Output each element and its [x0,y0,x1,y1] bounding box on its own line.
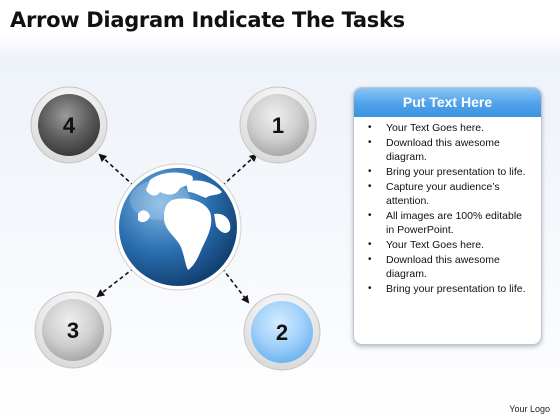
node-4: 4 [30,86,108,164]
node-3-label: 3 [67,318,79,343]
bullet-item: • Download this awesome diagram. [368,136,533,164]
node-2-label: 2 [276,320,288,345]
node-3: 3 [34,291,112,369]
arrow-to-node-1 [221,153,258,187]
bullet-text: Capture your audience’s attention. [386,181,500,207]
bullet-icon: • [368,283,372,294]
arrow-to-node-3 [96,267,135,298]
node-1-label: 1 [272,113,284,138]
bullet-icon: • [368,254,372,265]
bullet-icon: • [368,210,372,221]
bullet-icon: • [368,181,372,192]
bullet-icon: • [368,166,372,177]
bullet-item: • Capture your audience’s attention. [368,180,533,208]
node-4-label: 4 [63,113,76,138]
bullet-item: • Your Text Goes here. [368,238,533,252]
bullet-icon: • [368,239,372,250]
text-panel: Put Text Here • Your Text Goes here. • Dow… [353,87,542,345]
arrow-to-node-4 [98,153,135,187]
bullet-text: Download this awesome diagram. [386,254,500,280]
page-title: Arrow Diagram Indicate The Tasks [10,8,405,32]
node-1: 1 [239,86,317,164]
bullet-text: All images are 100% editable in PowerPoi… [386,210,522,236]
arrow-to-node-2 [221,267,250,304]
bullet-text: Your Text Goes here. [386,122,485,134]
bullet-text: Bring your presentation to life. [386,283,526,295]
bullet-item: • Your Text Goes here. [368,121,533,135]
bullet-text: Your Text Goes here. [386,239,485,251]
bullet-item: • Download this awesome diagram. [368,253,533,281]
bullet-text: Bring your presentation to life. [386,166,526,178]
bullet-list: • Your Text Goes here. • Download this awe… [354,117,541,296]
bullet-item: • Bring your presentation to life. [368,282,533,296]
panel-header: Put Text Here [354,88,541,117]
globe-icon [114,163,242,291]
bullet-text: Download this awesome diagram. [386,137,500,163]
bullet-item: • Bring your presentation to life. [368,165,533,179]
bullet-icon: • [368,122,372,133]
bullet-item: • All images are 100% editable in PowerPo… [368,209,533,237]
bullet-icon: • [368,137,372,148]
node-2: 2 [243,293,321,371]
connector-arrows [96,153,258,304]
footer-logo: Your Logo [509,404,550,414]
